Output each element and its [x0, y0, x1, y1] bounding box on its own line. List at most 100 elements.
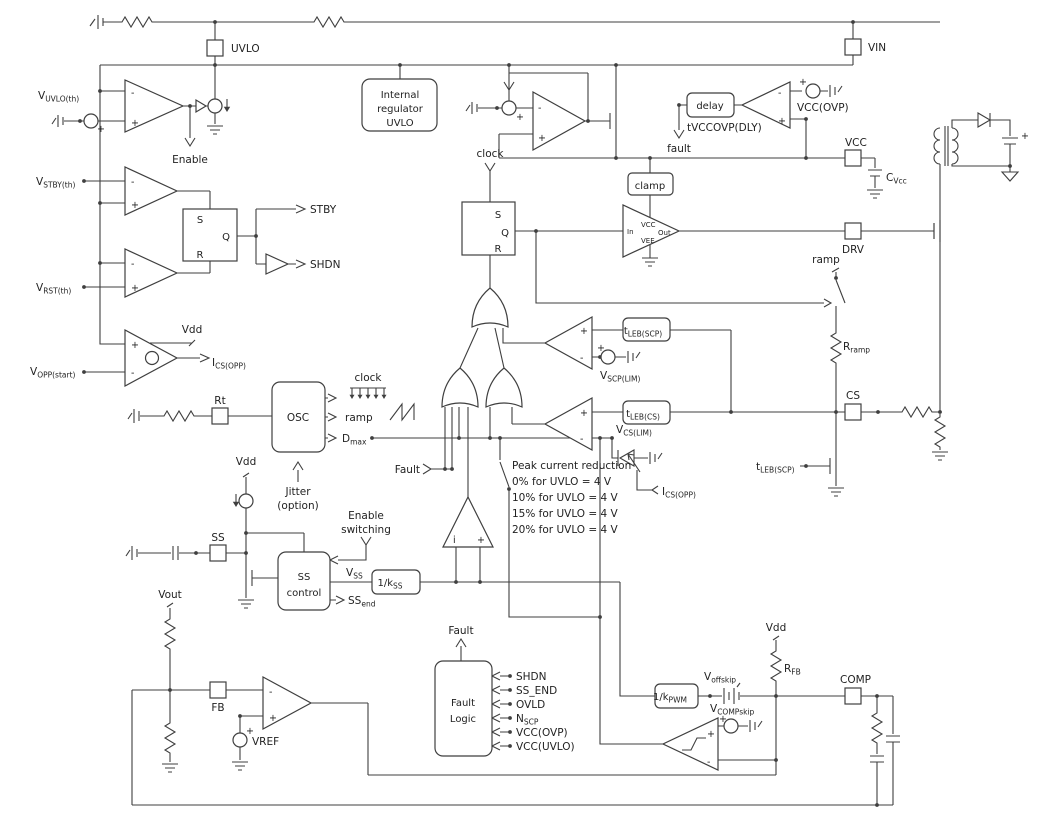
- rt-pad: [211, 407, 229, 425]
- comp-pin-label: COMP: [840, 674, 871, 686]
- fault-logic-block: [434, 660, 493, 757]
- vcslim-label: VCS(LIM): [616, 424, 652, 438]
- driver-in: In: [627, 228, 634, 236]
- vss-label: VSS: [346, 567, 363, 581]
- vref-label: VREF: [252, 736, 279, 748]
- or-gate-top: [471, 287, 509, 328]
- rst-comparator: [124, 248, 179, 298]
- internal-regulator-block: [361, 78, 438, 132]
- uvlo-comparator: [124, 79, 185, 133]
- vrst-th-label: VRST(th): [36, 282, 71, 296]
- junction-dots: [78, 20, 1012, 807]
- vref-source-icon: [232, 732, 248, 748]
- comparators: [124, 79, 791, 771]
- internal-reg-l1: Internal: [381, 90, 420, 101]
- driver-vee: VEE: [641, 237, 655, 245]
- sign: +: [131, 118, 139, 129]
- pwm-latch: [461, 201, 516, 256]
- icsopp-right-label: ICS(OPP): [662, 486, 696, 500]
- vstby-th-label: VSTBY(th): [36, 176, 75, 190]
- latch2-r: R: [495, 244, 502, 255]
- sign: +: [799, 77, 807, 88]
- osc-label: OSC: [287, 412, 309, 424]
- sign: i: [453, 535, 456, 546]
- delay-label: delay: [696, 101, 723, 112]
- ss-control-block: [277, 551, 331, 611]
- vccovp-label: VCC(OVP): [797, 102, 849, 114]
- fault-in-nscp: NSCP: [516, 713, 539, 727]
- fault-in-ssend: SS_END: [516, 685, 557, 697]
- sign: +: [707, 729, 715, 740]
- vccovp-source-icon: [805, 83, 821, 99]
- fault-logic-l2: Logic: [450, 714, 476, 725]
- skip-comparator: [661, 717, 719, 771]
- latch2-s: S: [495, 210, 501, 221]
- cs-comparator: [543, 396, 593, 452]
- sign: -: [131, 368, 134, 379]
- internal-reg-l2: regulator: [377, 104, 424, 115]
- sign: +: [131, 200, 139, 211]
- reg-source-icon: [501, 100, 517, 116]
- semiconductors: [617, 112, 1020, 467]
- sign: +: [778, 116, 786, 127]
- vscplim-label: VSCP(LIM): [600, 370, 640, 384]
- rramp-label: Rramp: [843, 341, 870, 355]
- regulator-comparator: [532, 90, 587, 152]
- vin-pad: [844, 38, 862, 56]
- peak-title: Peak current reduction: [512, 460, 631, 472]
- stby-label: STBY: [310, 204, 337, 216]
- tleb-cs-block: [622, 400, 671, 425]
- latch1-q: Q: [222, 232, 230, 243]
- fault-in-vccuvlo: VCC(UVLO): [516, 741, 575, 753]
- pwm-comparator: [442, 495, 494, 548]
- clamp-label: clamp: [635, 181, 666, 192]
- vuvlo-th-label: VUVLO(th): [38, 90, 79, 104]
- peak-l4: 20% for UVLO = 4 V: [512, 524, 619, 536]
- ss-control-l1: SS: [298, 572, 311, 583]
- uvlo-pin-label: UVLO: [231, 43, 260, 55]
- fault-in-shdn: SHDN: [516, 671, 547, 683]
- clamp-block: [627, 172, 674, 196]
- driver-out: Out: [658, 229, 671, 237]
- fb-opamp: [262, 675, 313, 731]
- vout-label: Vout: [158, 589, 182, 601]
- sign: -: [538, 103, 541, 114]
- tvccovp-label: tVCCOVP(DLY): [687, 122, 762, 134]
- ic-pads: [206, 38, 862, 705]
- vin-pin-label: VIN: [868, 42, 886, 54]
- enable-label: Enable: [172, 154, 208, 166]
- icsopp-label: ICS(OPP): [212, 357, 246, 371]
- sign: +: [516, 112, 524, 123]
- sign: +: [131, 283, 139, 294]
- comp-pad: [844, 687, 862, 705]
- sign: -: [131, 177, 134, 188]
- ss-pin-label: SS: [211, 532, 225, 544]
- dmax-label: Dmax: [342, 433, 367, 447]
- sign: -: [707, 757, 710, 768]
- tleb-scp-block: [622, 317, 671, 342]
- buffer-icon: [195, 98, 208, 114]
- kss-block: [371, 569, 421, 595]
- fault-logic-l1: Fault: [451, 698, 475, 709]
- vuvlo-source-icon: [83, 113, 99, 129]
- ss-current-source-icon: [238, 493, 254, 509]
- jitter-label: Jitter: [284, 486, 311, 498]
- option-label: (option): [277, 500, 318, 512]
- labels: UVLO VIN VCC DRV CS Rt SS FB COMP VUVLO(…: [30, 42, 1029, 768]
- sign: +: [580, 408, 588, 419]
- stby-comparator: [124, 166, 179, 216]
- sign: -: [131, 88, 134, 99]
- vscplim-source-icon: [600, 349, 616, 365]
- driver-amp: [622, 204, 681, 258]
- sign: +: [131, 340, 139, 351]
- latch1-s: S: [197, 215, 203, 226]
- sign: +: [246, 726, 254, 737]
- vdd-ss-label: Vdd: [236, 456, 257, 468]
- sign: +: [597, 343, 605, 354]
- rt-pin-label: Rt: [214, 395, 225, 407]
- sign: -: [580, 434, 583, 445]
- or-gate-right: [485, 367, 523, 408]
- shdn-label: SHDN: [310, 259, 341, 271]
- latch2-q: Q: [501, 228, 509, 239]
